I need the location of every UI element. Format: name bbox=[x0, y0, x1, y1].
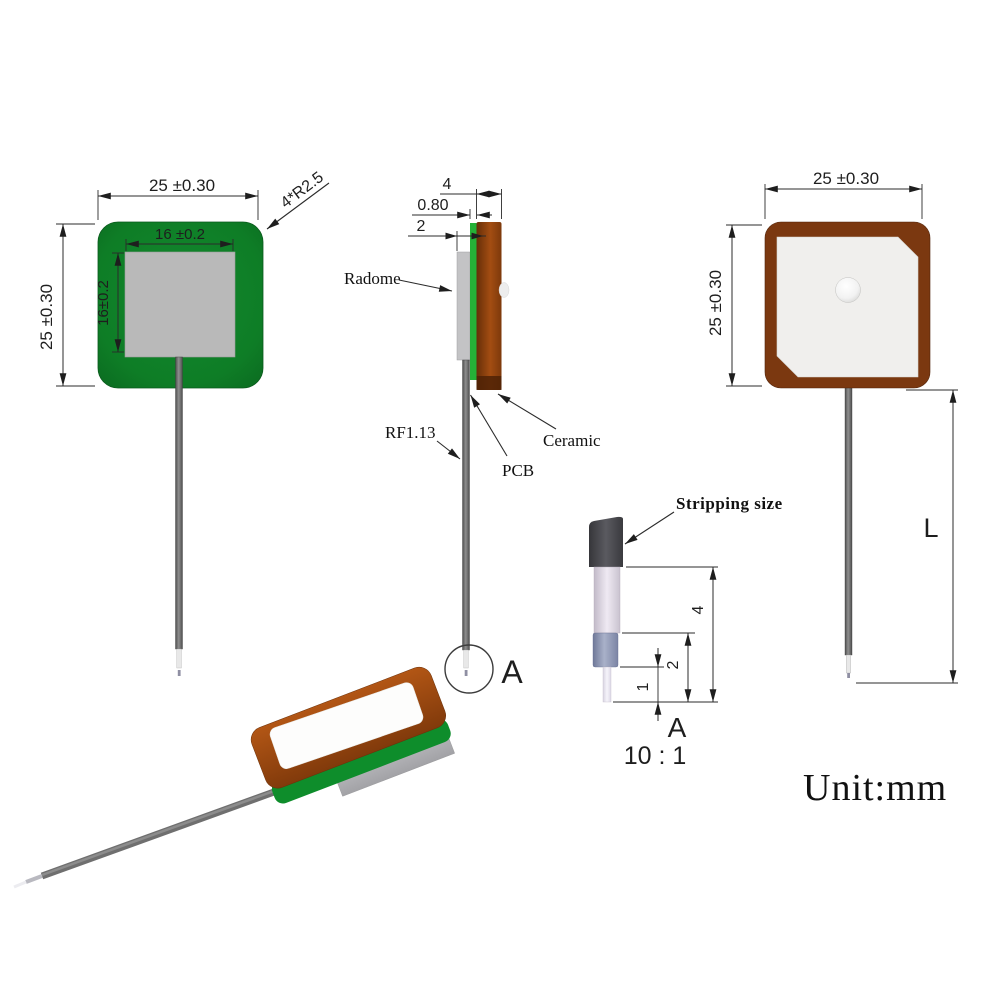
back-feed-pin bbox=[835, 277, 861, 303]
detail-dim-total: 4 bbox=[690, 566, 717, 703]
side-cable-stripped-tip bbox=[463, 649, 469, 669]
cable-length-label: L bbox=[923, 513, 938, 543]
cable-type-label: RF1.13 bbox=[385, 423, 436, 442]
detail-view-letter: A bbox=[668, 712, 687, 743]
detail-dim-total-label: 4 bbox=[690, 605, 707, 614]
iso-cable-tip-end bbox=[13, 880, 27, 889]
back-dim-height: 25 ±0.30 bbox=[706, 224, 762, 387]
back-dim-width-label: 25 ±0.30 bbox=[813, 169, 879, 188]
front-cable-tip-end bbox=[177, 670, 181, 676]
side-cable bbox=[462, 359, 470, 651]
radome-label: Radome bbox=[344, 269, 401, 288]
front-cable-stripped-tip bbox=[176, 648, 182, 669]
detail-a-circle-label: A bbox=[501, 654, 523, 690]
front-corner-radius-note: 4*R2.5 bbox=[266, 169, 330, 230]
back-patch-face bbox=[776, 236, 919, 378]
back-dim-width: 25 ±0.30 bbox=[764, 169, 923, 219]
detail-dim-mid-label: 2 bbox=[665, 660, 682, 669]
side-labels: Radome RF1.13 PCB Ceramic bbox=[344, 269, 601, 480]
iso-view bbox=[13, 666, 455, 889]
detail-dim-mid: 2 bbox=[665, 632, 692, 703]
front-dim-patch-width: 16 ±0.2 bbox=[125, 226, 234, 251]
iso-cable-highlight bbox=[41, 785, 286, 877]
detail-braid bbox=[592, 632, 619, 668]
side-dim-ceramic: 4 bbox=[440, 176, 502, 219]
unit-note: Unit:mm bbox=[803, 767, 947, 809]
front-dim-width-label: 25 ±0.30 bbox=[149, 176, 215, 195]
front-cable bbox=[175, 356, 183, 650]
side-ceramic bbox=[476, 222, 502, 390]
front-dim-patch-height: 16±0.2 bbox=[95, 252, 124, 353]
iso-patch-face bbox=[269, 682, 424, 769]
detail-cable-jacket bbox=[589, 516, 623, 567]
front-dim-height: 25 ±0.30 bbox=[37, 223, 95, 387]
detail-view: 4 2 1 Stripping size A 10 : 1 bbox=[589, 494, 783, 770]
side-view: A 4 0.80 2 Radome RF1.13 PCB bbox=[344, 176, 601, 694]
iso-pcb-edge bbox=[271, 719, 451, 804]
detail-a-circle bbox=[444, 644, 494, 694]
front-ceramic-patch bbox=[124, 251, 236, 358]
patch-width-label: 16 ±0.2 bbox=[155, 226, 205, 243]
back-dim-cable-length: L bbox=[856, 389, 958, 684]
detail-dim-tip: 1 bbox=[635, 648, 662, 721]
iso-cable-stripped-tip bbox=[25, 874, 43, 884]
detail-dim-tip-label: 1 bbox=[635, 682, 652, 691]
back-cable bbox=[844, 385, 853, 656]
back-view: 25 ±0.30 25 ±0.30 L bbox=[706, 169, 958, 684]
back-cable-stripped-tip bbox=[846, 654, 852, 674]
back-cable-tip-end bbox=[847, 673, 850, 678]
side-pcb bbox=[470, 223, 477, 380]
ceramic-label: Ceramic bbox=[543, 431, 601, 450]
back-dim-height-label: 25 ±0.30 bbox=[706, 270, 725, 336]
side-feed-pin bbox=[498, 282, 510, 298]
side-cable-tip-end bbox=[464, 670, 468, 676]
front-dim-height-label: 25 ±0.30 bbox=[37, 284, 56, 350]
side-dim-radome-label: 2 bbox=[417, 218, 426, 235]
side-dim-pcb-label: 0.80 bbox=[417, 197, 448, 214]
side-dim-radome-arrow-1 bbox=[445, 232, 457, 240]
side-dim-radome-arrow-2 bbox=[471, 232, 483, 240]
stripping-size-label: Stripping size bbox=[676, 494, 783, 513]
detail-view-scale: 10 : 1 bbox=[624, 742, 687, 770]
side-dim-ceramic-label: 4 bbox=[443, 176, 452, 193]
front-dim-width: 25 ±0.30 bbox=[97, 176, 259, 220]
side-dim-pcb: 0.80 bbox=[412, 197, 492, 219]
patch-height-label: 16±0.2 bbox=[95, 280, 112, 326]
side-ceramic-bottom-shade bbox=[476, 376, 502, 390]
front-view: 25 ±0.30 4*R2.5 16 ±0.2 16±0.2 25 ±0.30 bbox=[37, 169, 330, 676]
side-dim-radome: 2 bbox=[408, 218, 486, 251]
detail-inner-conductor bbox=[602, 666, 612, 703]
pcb-label: PCB bbox=[502, 461, 534, 480]
detail-dielectric bbox=[593, 566, 621, 634]
side-radome bbox=[456, 251, 471, 361]
